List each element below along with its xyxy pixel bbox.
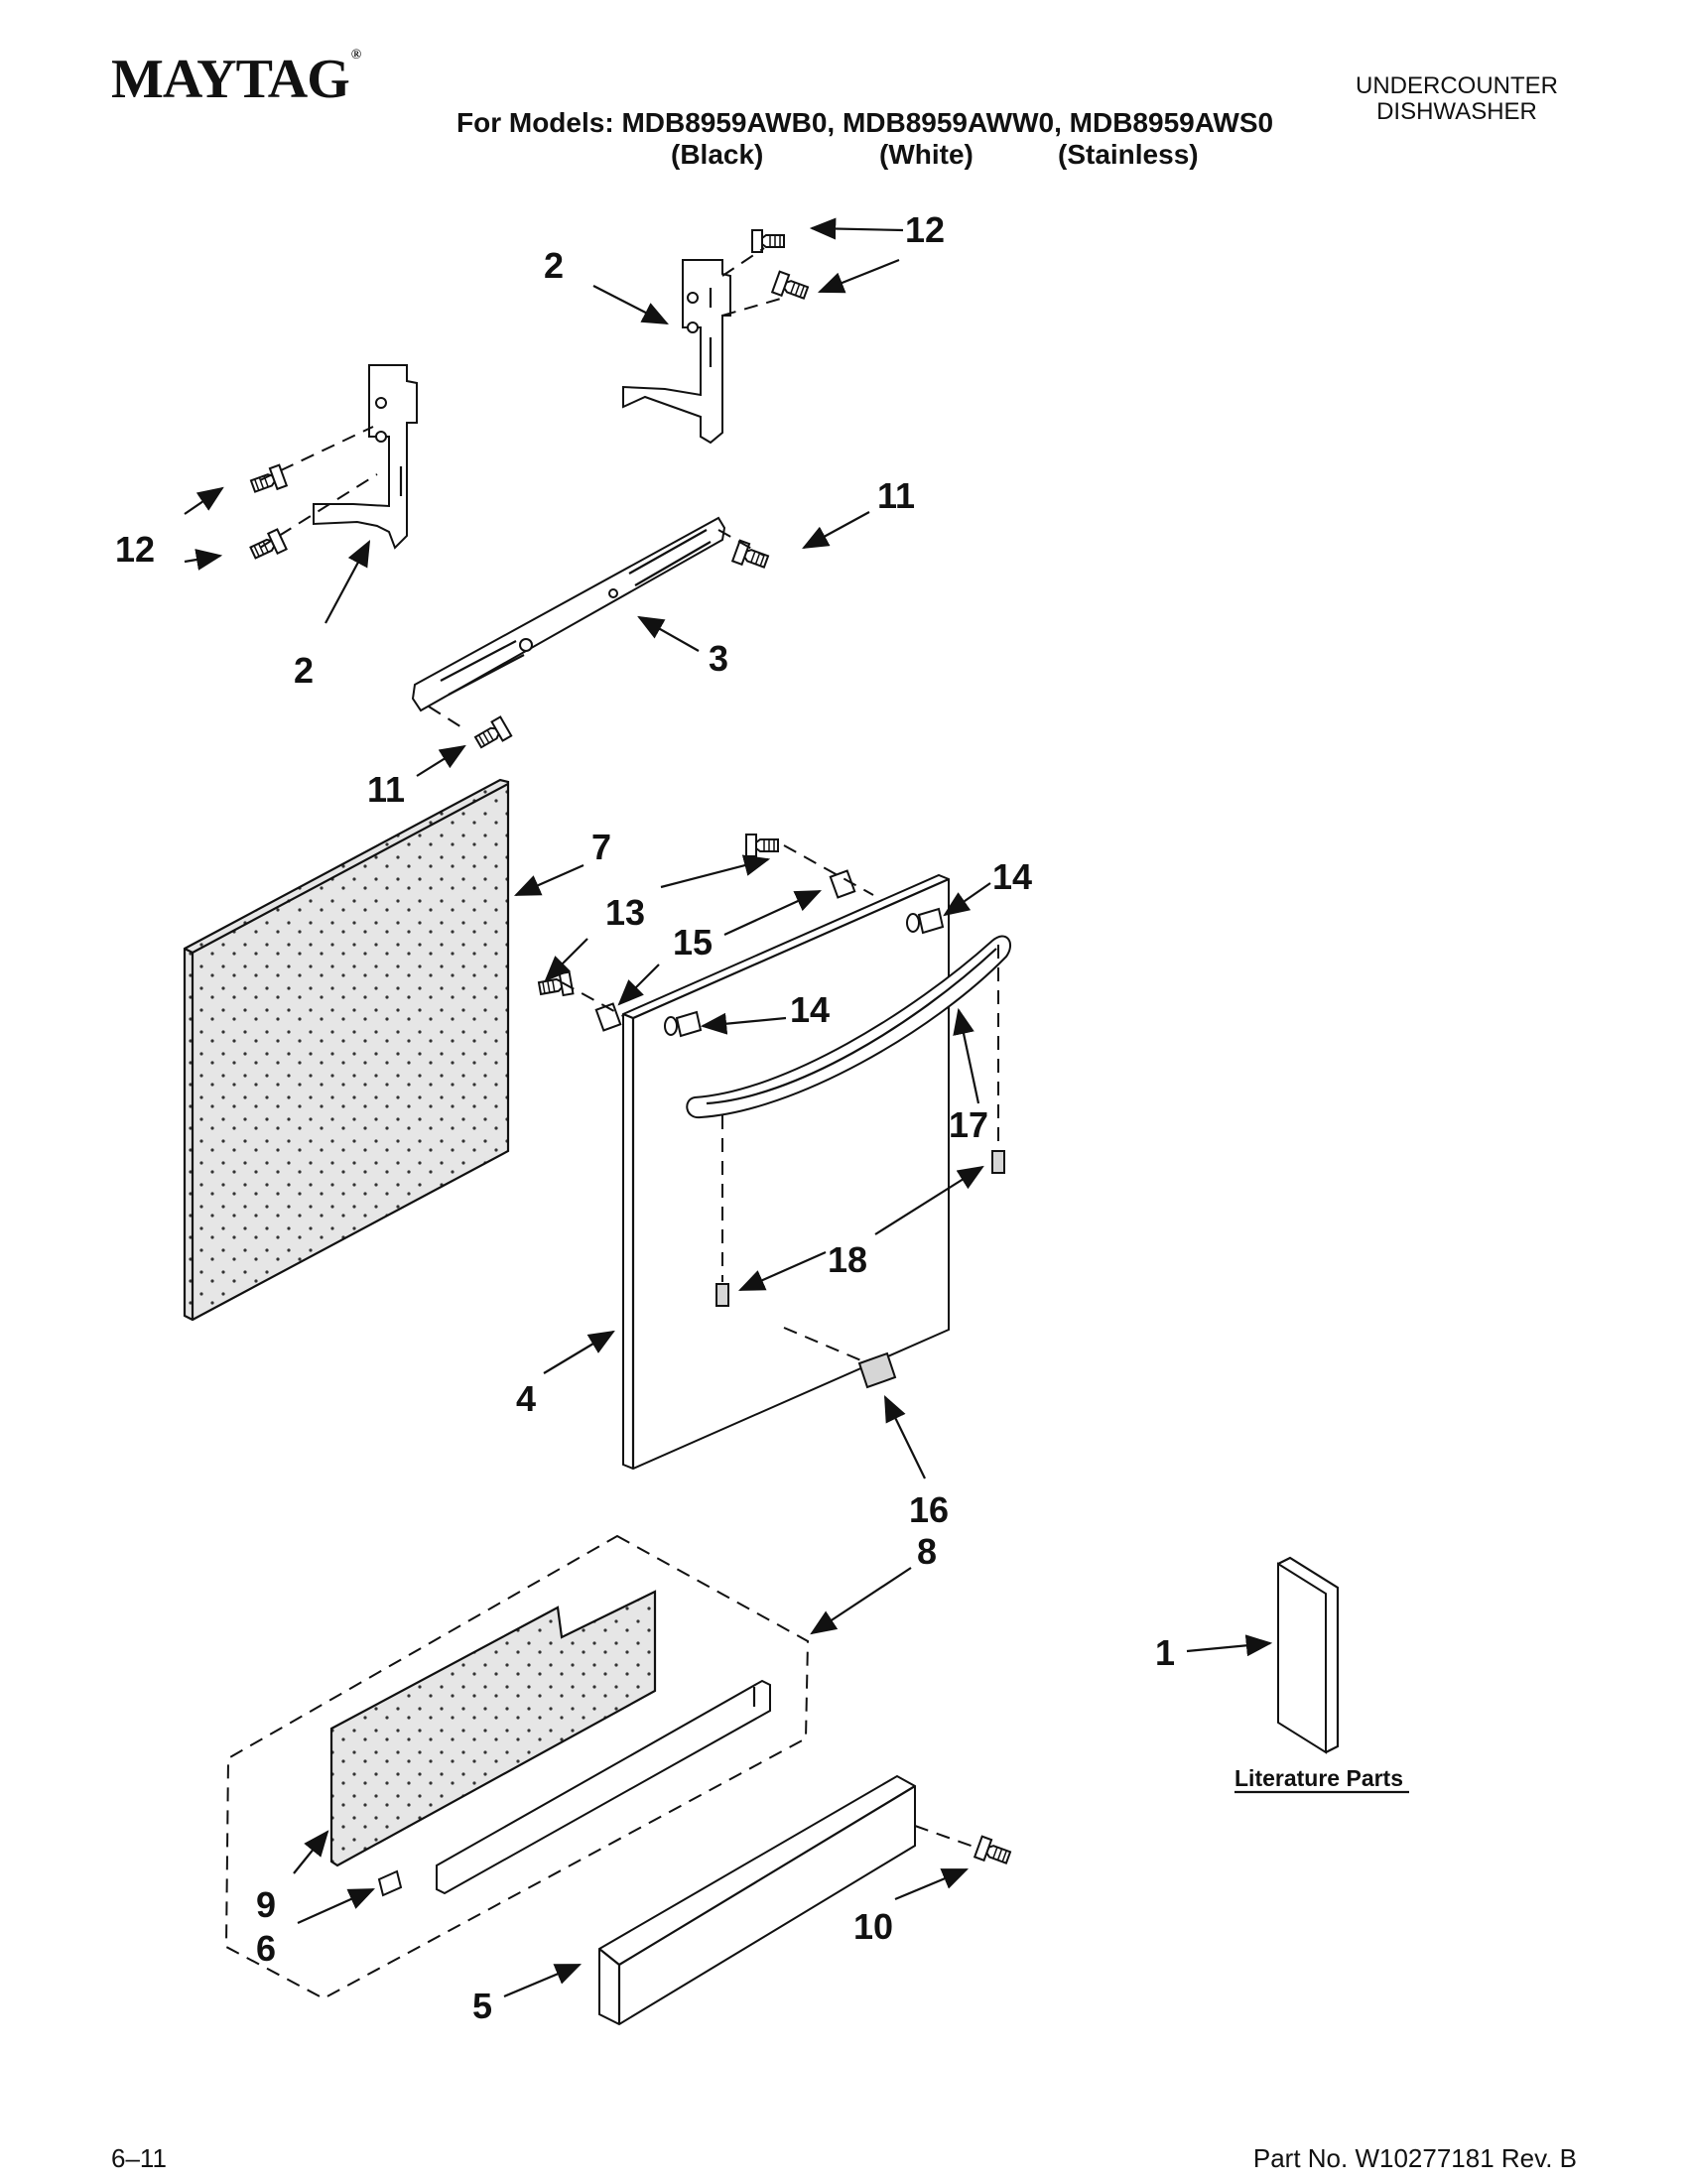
brand-logo: MAYTAG® bbox=[111, 48, 362, 111]
callout-9: 9 bbox=[256, 1884, 276, 1925]
kit-outline bbox=[224, 1534, 810, 2000]
callout-18: 18 bbox=[828, 1239, 867, 1280]
screw-icon bbox=[771, 270, 811, 305]
callout-15: 15 bbox=[673, 922, 713, 963]
color-black: (Black) bbox=[671, 139, 764, 170]
callout-14: 14 bbox=[790, 989, 830, 1030]
color-white: (White) bbox=[879, 139, 974, 170]
hinge-bracket-right bbox=[622, 259, 731, 445]
callout-12: 12 bbox=[905, 209, 945, 250]
screw-icon bbox=[471, 715, 513, 753]
assembly-guide-line bbox=[721, 247, 785, 317]
callout-1: 1 bbox=[1155, 1632, 1175, 1673]
callout-11: 11 bbox=[877, 475, 915, 516]
callout-7: 7 bbox=[591, 827, 611, 867]
assembly-guide-line bbox=[561, 844, 874, 1017]
toe-panel bbox=[598, 1774, 916, 2026]
callout-6: 6 bbox=[256, 1928, 276, 1969]
door-panel bbox=[622, 873, 950, 1471]
leader-arrows bbox=[184, 217, 1273, 1998]
literature-booklet bbox=[1277, 1556, 1340, 1754]
hinge-bracket-left bbox=[313, 364, 418, 550]
door-handle bbox=[686, 935, 1011, 1119]
assembly-guide-line bbox=[914, 1825, 977, 1849]
color-stainless: (Stainless) bbox=[1058, 139, 1199, 170]
screw-icon bbox=[745, 834, 779, 857]
callout-13: 13 bbox=[605, 892, 645, 933]
model-list: For Models: MDB8959AWB0, MDB8959AWW0, MD… bbox=[456, 107, 1274, 138]
callout-4: 4 bbox=[516, 1378, 536, 1419]
callout-16: 16 bbox=[909, 1489, 949, 1530]
assembly-guide-line bbox=[428, 529, 765, 731]
literature-label: Literature Parts bbox=[1234, 1765, 1403, 1791]
callout-17: 17 bbox=[949, 1104, 988, 1145]
callout-12: 12 bbox=[115, 529, 155, 570]
callout-11: 11 bbox=[367, 769, 405, 810]
mounting-rail bbox=[411, 516, 726, 712]
assembly-guide-line bbox=[259, 426, 378, 549]
callout-14: 14 bbox=[992, 856, 1032, 897]
assembly-guide-line bbox=[721, 945, 999, 1282]
footer-date: 6–11 bbox=[111, 2143, 167, 2173]
clip-icon bbox=[377, 1869, 403, 1897]
spacer-icon bbox=[829, 869, 856, 899]
set-screw-icon bbox=[715, 1150, 1005, 1307]
insulation-panel bbox=[183, 778, 510, 1322]
screw-icon bbox=[731, 539, 771, 574]
screw-icon bbox=[751, 229, 785, 253]
callout-2: 2 bbox=[544, 245, 564, 286]
callout-5: 5 bbox=[472, 1986, 492, 2026]
callout-3: 3 bbox=[709, 638, 728, 679]
callout-8: 8 bbox=[917, 1531, 937, 1572]
toe-insulation bbox=[329, 1590, 657, 1867]
brand-name: MAYTAG bbox=[111, 49, 350, 110]
handle-stud-icon bbox=[664, 907, 945, 1038]
doc-type-line-2: DISHWASHER bbox=[1376, 98, 1537, 125]
callout-2: 2 bbox=[294, 650, 314, 691]
assembly-guide-line bbox=[783, 1327, 864, 1362]
badge-icon bbox=[857, 1351, 897, 1389]
callout-10: 10 bbox=[853, 1906, 893, 1947]
document-type: UNDERCOUNTER DISHWASHER bbox=[1308, 73, 1606, 125]
screw-icon bbox=[974, 1835, 1013, 1869]
toe-strip bbox=[436, 1679, 771, 1895]
registered-mark: ® bbox=[350, 48, 362, 63]
footer-part-number: Part No. W10277181 Rev. B bbox=[1252, 2143, 1577, 2173]
doc-type-line-1: UNDERCOUNTER bbox=[1356, 72, 1558, 99]
